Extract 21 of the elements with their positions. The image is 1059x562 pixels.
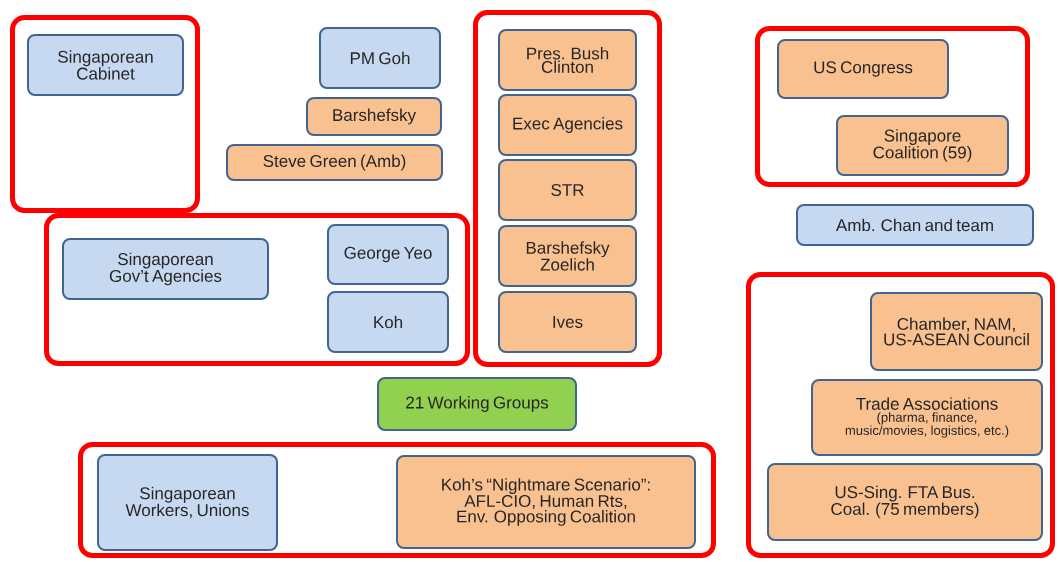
actor-box: Ives xyxy=(498,291,637,353)
actor-box: Pres. Bush Clinton xyxy=(498,29,637,91)
actor-box: Steve Green (Amb) xyxy=(226,144,443,181)
actor-box: STR xyxy=(498,159,637,221)
actor-box: US-Sing. FTA Bus. Coal. (75 members) xyxy=(767,463,1043,541)
actor-box: Singaporean Cabinet xyxy=(27,34,184,96)
actor-box: 21 Working Groups xyxy=(377,377,577,431)
actor-box: Koh xyxy=(327,291,449,353)
actor-box: US Congress xyxy=(777,39,949,99)
actor-box: PM Goh xyxy=(319,27,441,89)
actor-box: Barshefsky xyxy=(306,97,442,136)
actor-box: Trade Associations (pharma, finance, music/movies, logistics, etc.) xyxy=(811,379,1043,456)
actor-box: Exec Agencies xyxy=(498,94,637,156)
actor-box: Barshefsky Zoelich xyxy=(498,225,637,287)
actor-box: Singaporean Gov’t Agencies xyxy=(62,238,269,300)
actor-box: Amb. Chan and team xyxy=(796,204,1034,246)
actor-box: Singapore Coalition (59) xyxy=(836,115,1009,176)
actor-box: Koh’s “Nightmare Scenario”: AFL-CIO, Human Rts, Env. Opposing Coalition xyxy=(396,455,696,549)
actor-box: Singaporean Workers, Unions xyxy=(97,454,278,551)
actor-box: George Yeo xyxy=(327,224,449,285)
actor-box: Chamber, NAM, US-ASEAN Council xyxy=(870,292,1043,371)
